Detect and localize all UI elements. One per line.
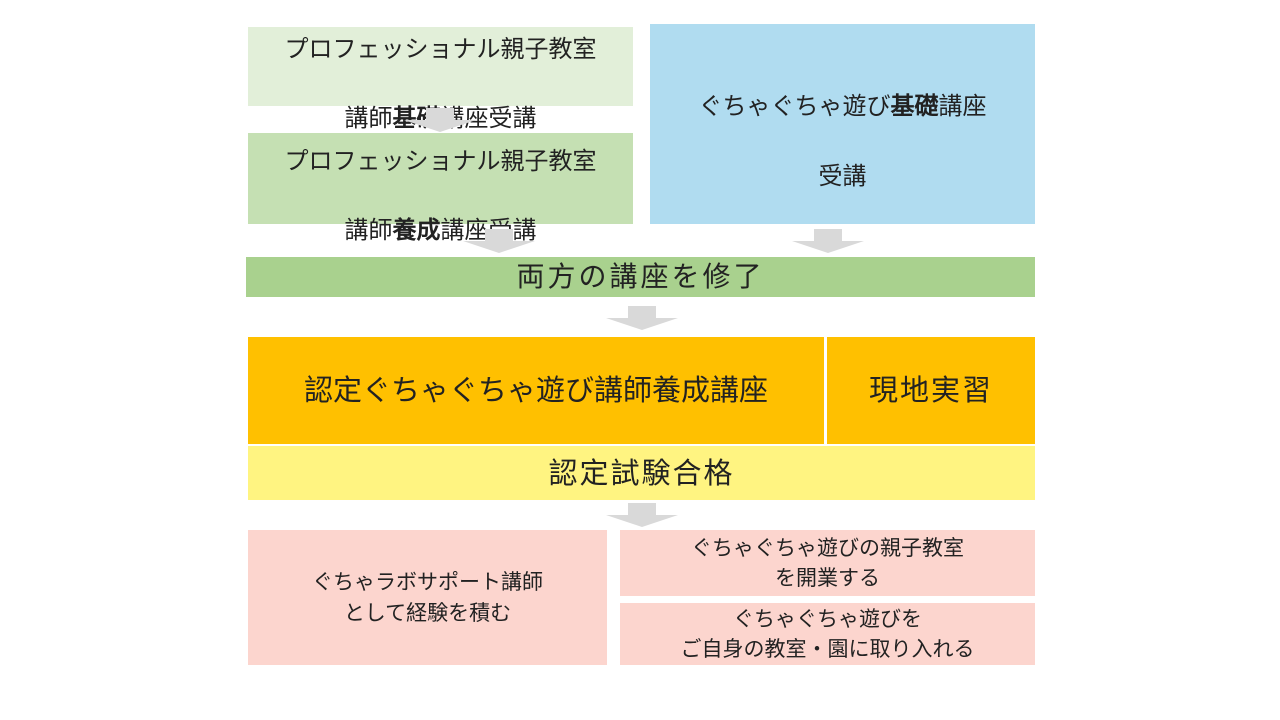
step-training-course: プロフェッショナル親子教室 講師養成講座受講 [248, 133, 633, 244]
arrow-down-icon [404, 108, 476, 132]
both-courses-label: 両方の講座を修了 [516, 259, 765, 293]
step-training-pre: 講師 [344, 216, 393, 245]
certified-instructor-course: 認定ぐちゃぐちゃ遊び講師養成講座 [248, 337, 824, 444]
field-practicum: 現地実習 [827, 337, 1035, 444]
step-basic-line1: プロフェッショナル親子教室 [284, 34, 597, 63]
outcome-integrate: ぐちゃぐちゃ遊びを ご自身の教室・園に取り入れる [620, 603, 1035, 665]
outcome-integrate-label: ぐちゃぐちゃ遊びを ご自身の教室・園に取り入れる [680, 606, 975, 661]
step-basic-course-text: プロフェッショナル親子教室 講師基礎講座受講 [285, 0, 597, 136]
gucha-basic-course-text: ぐちゃぐちゃ遊び基礎講座 受講 [699, 54, 987, 193]
certification-exam-passed: 認定試験合格 [248, 446, 1035, 500]
step-basic-pre: 講師 [344, 104, 393, 133]
gucha-basic-pre: ぐちゃぐちゃ遊び [698, 92, 891, 121]
step-basic-course: プロフェッショナル親子教室 講師基礎講座受講 [248, 27, 633, 132]
gucha-basic-course: ぐちゃぐちゃ遊び基礎講座 受講 [650, 24, 1035, 224]
outcome-open-class-label: ぐちゃぐちゃ遊びの親子教室 を開業する [691, 535, 964, 590]
step-training-line1: プロフェッショナル親子教室 [284, 146, 597, 175]
gucha-basic-emph: 基礎 [890, 91, 939, 121]
step-training-course-text: プロフェッショナル親子教室 講師養成講座受講 [285, 109, 597, 248]
step-basic-post: 講座受講 [440, 104, 537, 133]
outcome-open-class: ぐちゃぐちゃ遊びの親子教室 を開業する [620, 530, 1035, 596]
gucha-basic-line2: 受講 [818, 161, 867, 190]
gucha-basic-post: 講座 [938, 92, 987, 121]
both-courses-completed: 両方の講座を修了 [246, 257, 1035, 297]
certified-course-label: 認定ぐちゃぐちゃ遊び講師養成講座 [303, 373, 768, 408]
arrow-down-icon [606, 306, 678, 330]
exam-label: 認定試験合格 [548, 455, 735, 490]
outcome-support-instructor: ぐちゃラボサポート講師 として経験を積む [248, 530, 607, 665]
arrow-down-icon [463, 229, 535, 253]
arrow-down-icon [792, 229, 864, 253]
arrow-down-icon [606, 503, 678, 527]
step-training-emph: 養成 [392, 215, 441, 245]
practicum-label: 現地実習 [868, 373, 993, 408]
outcome-support-label: ぐちゃラボサポート講師 として経験を積む [312, 570, 543, 625]
